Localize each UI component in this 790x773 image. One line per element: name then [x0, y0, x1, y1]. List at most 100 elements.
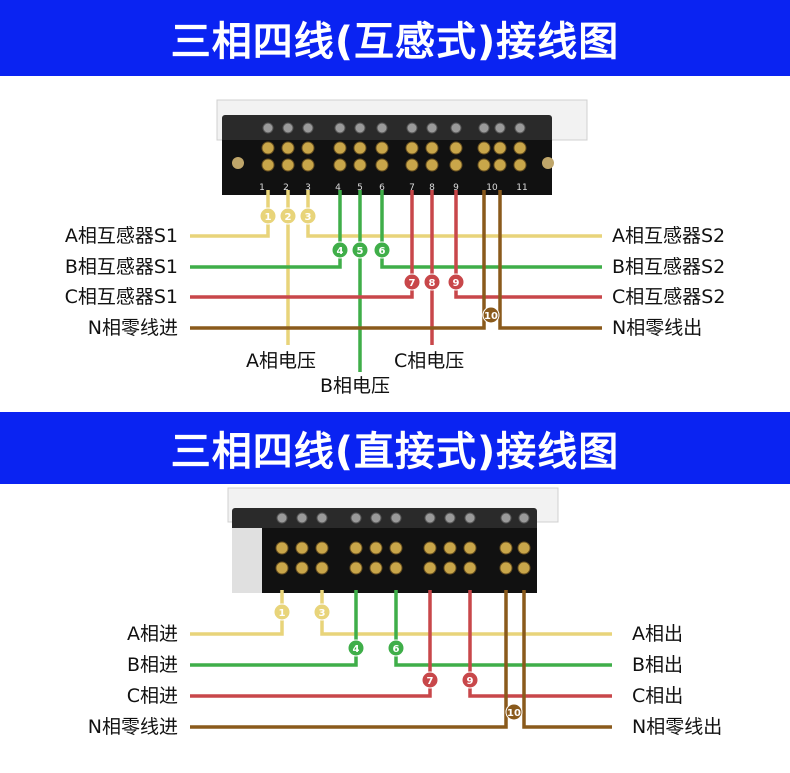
marker-circle	[347, 639, 365, 657]
label-b-voltage: B相电压	[320, 375, 391, 397]
title-banner-1: 三相四线(互感式)接线图	[0, 0, 790, 76]
marker-number: 6	[393, 644, 400, 655]
marker-number: 4	[337, 246, 344, 257]
terminal-screw	[464, 512, 476, 524]
terminal-screw	[513, 158, 527, 172]
terminal-screw	[463, 561, 477, 575]
terminal-screw	[334, 122, 346, 134]
terminal-screw	[333, 141, 347, 155]
terminal-number: 8	[429, 183, 435, 193]
marker-number: 5	[357, 246, 364, 257]
marker-circle	[273, 603, 291, 621]
label-n-out-1: N相零线出	[612, 317, 703, 339]
terminal-screw	[518, 512, 530, 524]
terminal-screw	[405, 158, 419, 172]
marker-circle	[421, 671, 439, 689]
terminal-screw	[315, 541, 329, 555]
terminal-screw	[282, 122, 294, 134]
marker-number: 8	[429, 278, 436, 289]
label-b-phase-s1: B相互感器S1	[64, 256, 178, 278]
terminal-screw	[499, 541, 513, 555]
marker-circle	[423, 273, 441, 291]
marker-circle	[461, 671, 479, 689]
diagram2-title: 三相四线(直接式)接线图	[170, 429, 620, 475]
terminal-screw	[353, 141, 367, 155]
terminal-screw	[349, 541, 363, 555]
marker-circle	[313, 603, 331, 621]
terminal-screw	[275, 541, 289, 555]
terminal-number: 7	[409, 183, 415, 193]
terminal-screw	[375, 158, 389, 172]
terminal-screw	[301, 141, 315, 155]
terminal-screw	[261, 141, 275, 155]
terminal-screw	[281, 141, 295, 155]
terminal-screw	[424, 512, 436, 524]
terminal-screw	[316, 512, 328, 524]
diagram1-title: 三相四线(互感式)接线图	[170, 19, 620, 65]
wires-diagram-1	[190, 190, 602, 372]
marker-number: 7	[427, 676, 434, 687]
terminal-number: 5	[357, 183, 363, 193]
label-c-in: C相进	[126, 685, 178, 707]
marker-circle	[387, 639, 405, 657]
label-a-out: A相出	[632, 623, 683, 645]
terminal-screw	[301, 158, 315, 172]
terminal-screw	[389, 561, 403, 575]
marker-circle	[403, 273, 421, 291]
label-n-in-1: N相零线进	[87, 317, 178, 339]
terminal-screw	[477, 158, 491, 172]
label-c-out: C相出	[632, 685, 684, 707]
terminal-screw	[354, 122, 366, 134]
marker-number: 1	[279, 608, 286, 619]
marker-circle	[447, 273, 465, 291]
terminal-number: 9	[453, 183, 459, 193]
terminal-screw	[513, 141, 527, 155]
terminal-number: 6	[379, 183, 385, 193]
marker-number: 7	[409, 278, 416, 289]
terminal-screw	[370, 512, 382, 524]
label-a-phase-s2: A相互感器S2	[612, 225, 726, 247]
terminal-screw	[369, 541, 383, 555]
label-n-in-2: N相零线进	[87, 716, 178, 738]
marker-circle	[279, 207, 297, 225]
marker-number: 10	[484, 311, 498, 322]
label-b-out: B相出	[632, 654, 684, 676]
label-c-voltage: C相电压	[394, 350, 465, 372]
terminal-number: 4	[335, 183, 341, 193]
marker-circle	[331, 241, 349, 259]
marker-circle	[482, 306, 500, 324]
terminal-screw	[333, 158, 347, 172]
terminal-screw	[450, 122, 462, 134]
terminal-screw	[463, 541, 477, 555]
terminal-number: 1	[259, 183, 265, 193]
marker-number: 1	[265, 212, 272, 223]
terminal-screw	[261, 158, 275, 172]
terminal-screw	[494, 122, 506, 134]
terminal-screw	[425, 158, 439, 172]
terminal-number: 11	[516, 183, 527, 193]
terminal-screw	[405, 141, 419, 155]
terminal-screw	[493, 158, 507, 172]
terminal-screw	[262, 122, 274, 134]
label-c-phase-s1: C相互感器S1	[64, 286, 178, 308]
marker-circle	[373, 241, 391, 259]
terminal-screw	[315, 561, 329, 575]
label-a-phase-s1: A相互感器S1	[64, 225, 178, 247]
terminal-screw	[493, 141, 507, 155]
terminal-screw	[477, 141, 491, 155]
terminal-screw	[375, 141, 389, 155]
terminal-screw	[449, 158, 463, 172]
terminal-screw	[517, 561, 531, 575]
label-a-in: A相进	[127, 623, 178, 645]
terminal-screw	[423, 541, 437, 555]
terminal-screw	[353, 158, 367, 172]
wires-diagram-2	[190, 590, 612, 729]
terminal-screw	[376, 122, 388, 134]
terminal-screw	[443, 541, 457, 555]
terminal-screw	[425, 141, 439, 155]
terminal-number: 2	[283, 183, 289, 193]
